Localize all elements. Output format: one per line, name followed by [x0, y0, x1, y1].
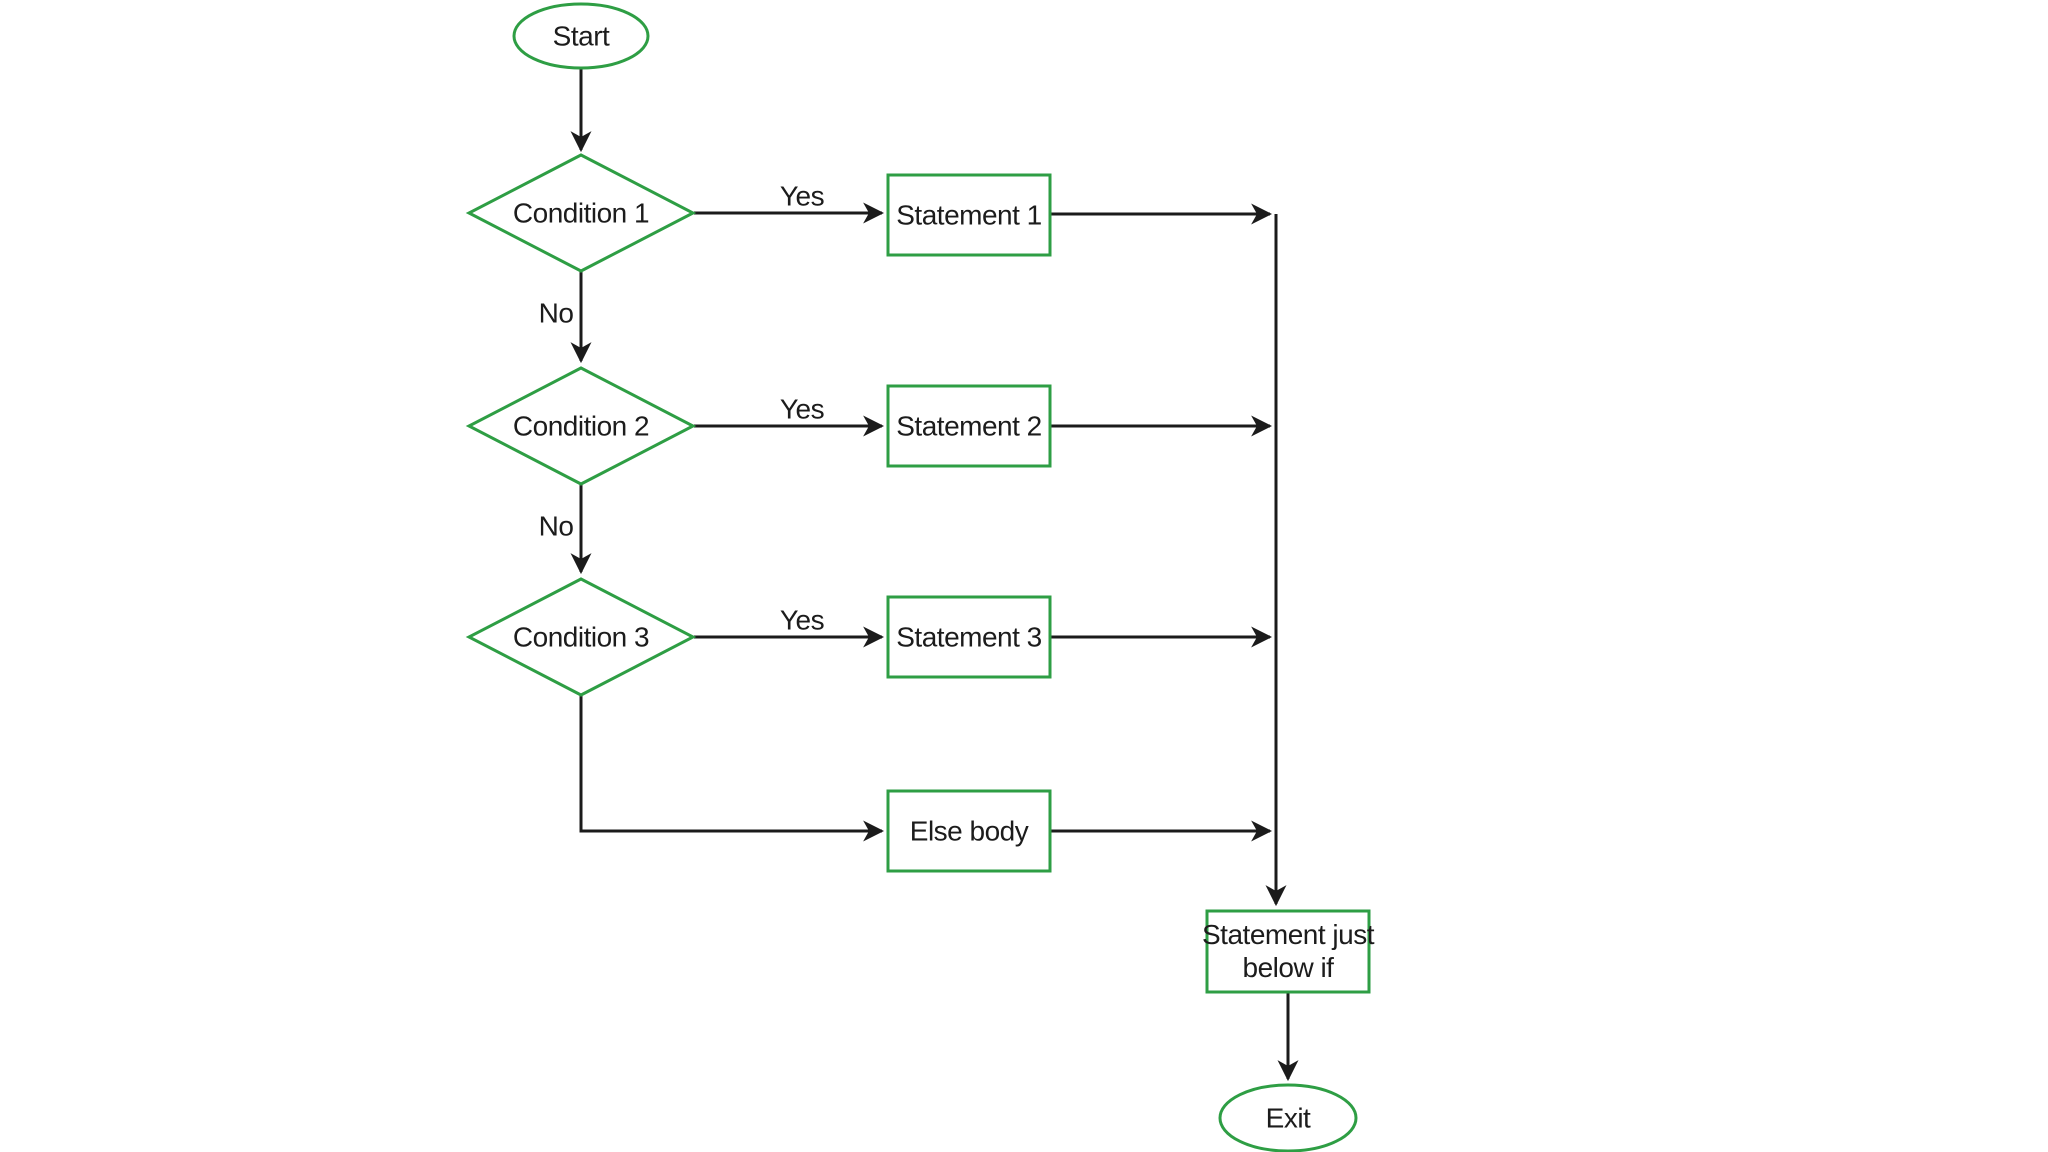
node-statement1-shape: [886, 173, 1052, 257]
node-statement-below-if-shape: [1205, 909, 1371, 994]
edge-label-no1: No: [538, 297, 574, 329]
node-start-shape: [512, 2, 650, 70]
node-condition1-shape: [465, 153, 697, 273]
node-statement2-label: Statement 2: [896, 410, 1042, 442]
node-statement2-shape: [886, 384, 1052, 468]
edge-label-yes2: Yes: [779, 393, 825, 425]
node-condition2-shape: [465, 366, 697, 486]
node-start-label: Start: [552, 20, 610, 52]
edge-label-yes1: Yes: [779, 180, 825, 212]
node-statement3-shape: [886, 595, 1052, 679]
node-condition1-label: Condition 1: [512, 197, 650, 229]
edge-label-no2: No: [538, 510, 574, 542]
node-condition2-label: Condition 2: [512, 410, 650, 442]
node-condition3-label: Condition 3: [512, 621, 650, 653]
node-exit-shape: [1218, 1083, 1358, 1152]
node-else-body-label: Else body: [909, 815, 1029, 847]
node-exit-label: Exit: [1265, 1102, 1311, 1134]
node-condition3-shape: [465, 577, 697, 697]
node-else-body-shape: [886, 789, 1052, 873]
node-statement-below-if-label: Statement just below if: [1202, 918, 1374, 983]
node-statement1-label: Statement 1: [896, 199, 1042, 231]
edge-label-yes3: Yes: [779, 604, 825, 636]
edge-condition3-else-to-elsebody: [579, 696, 885, 842]
node-statement3-label: Statement 3: [896, 621, 1042, 653]
